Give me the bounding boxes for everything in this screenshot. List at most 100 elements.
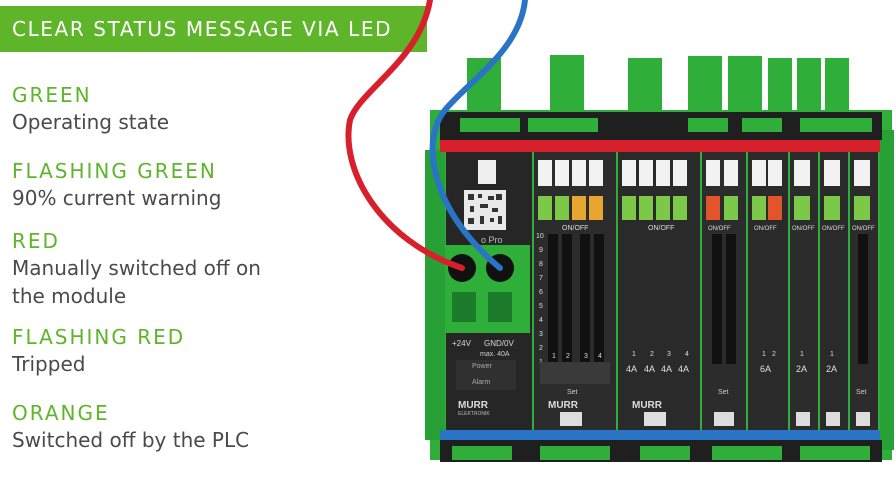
top-bus-terminals <box>460 118 872 132</box>
legend-item-flashing-green: FLASHING GREEN 90% current warning <box>12 158 221 212</box>
qr-pattern <box>468 194 502 224</box>
legend-item-green: GREEN Operating state <box>12 82 169 136</box>
legend-item-flashing-red: FLASHING RED Tripped <box>12 324 185 378</box>
power-distribution-module-photo: o Pro +24V GND/0V max. 40A Power Alarm M… <box>345 0 894 462</box>
module-a-dip-switches <box>548 234 604 364</box>
svg-text:Set: Set <box>856 389 867 396</box>
svg-text:1: 1 <box>632 351 636 358</box>
set-buttons-a[interactable] <box>540 362 610 384</box>
legend-description: Manually switched off on the module <box>12 256 261 308</box>
legend-description: 90% current warning <box>12 186 222 210</box>
terminal-label-gnd: GND/0V <box>484 339 514 348</box>
module-b-leds <box>622 160 687 220</box>
label-window <box>478 160 496 184</box>
svg-text:8: 8 <box>539 261 543 268</box>
legend-state: FLASHING RED <box>12 325 186 349</box>
svg-text:2: 2 <box>772 351 776 358</box>
product-label: o Pro <box>481 235 503 245</box>
terminal-screw-plus <box>452 292 476 322</box>
module-a-leds <box>538 160 603 220</box>
onoff-label-a: ON/OFF <box>562 225 588 232</box>
top-connectors <box>467 55 849 118</box>
svg-text:3: 3 <box>539 331 543 338</box>
svg-text:4A: 4A <box>626 364 637 374</box>
qr-b <box>644 412 666 426</box>
onoff-label-d: ON/OFF <box>754 226 777 232</box>
led-green <box>724 196 738 220</box>
max-rating-label: max. 40A <box>480 351 510 358</box>
module-a-channel-numbers: 1 2 3 4 <box>552 353 602 360</box>
svg-text:2: 2 <box>650 351 654 358</box>
legend-description: Tripped <box>12 352 86 376</box>
legend-state: RED <box>12 229 60 253</box>
red-rail <box>440 140 880 152</box>
legend-description: Switched off by the PLC <box>12 428 250 452</box>
module-b-channel-numbers: 1 2 3 4 <box>632 351 689 358</box>
svg-text:1: 1 <box>552 353 556 360</box>
svg-text:3: 3 <box>667 351 671 358</box>
brand-logo: MURR <box>458 400 489 411</box>
rating-6a: 6A <box>760 364 771 374</box>
legend-description: Operating state <box>12 110 170 134</box>
rating-2a: 2A <box>796 364 807 374</box>
power-label: Power <box>472 363 493 370</box>
led-orange <box>589 196 603 220</box>
svg-text:ON/OFF: ON/OFF <box>792 226 815 232</box>
svg-text:1: 1 <box>762 351 766 358</box>
svg-text:10: 10 <box>536 233 544 240</box>
led-red <box>706 196 720 220</box>
module-b-ratings: 4A 4A 4A 4A <box>626 364 689 374</box>
qr-a <box>560 412 582 426</box>
svg-text:9: 9 <box>539 247 543 254</box>
svg-text:4: 4 <box>685 351 689 358</box>
svg-text:ON/OFF: ON/OFF <box>852 226 875 232</box>
legend-state: FLASHING GREEN <box>12 159 217 183</box>
set-label-c: Set <box>718 389 729 396</box>
terminal-label-plus: +24V <box>452 339 472 348</box>
brand-logo-b: MURR <box>632 400 663 411</box>
blue-rail <box>440 430 880 440</box>
led-orange <box>572 196 586 220</box>
page-title: CLEAR STATUS MESSAGE VIA LED <box>12 17 393 41</box>
blue-wire <box>429 0 528 271</box>
onoff-label-c: ON/OFF <box>708 226 731 232</box>
terminal-screw-gnd <box>488 292 512 322</box>
header-banner: CLEAR STATUS MESSAGE VIA LED <box>0 6 427 52</box>
svg-text:5: 5 <box>539 303 543 310</box>
svg-text:4A: 4A <box>678 364 689 374</box>
svg-text:4: 4 <box>598 353 602 360</box>
brand-logo-a: MURR <box>548 400 579 411</box>
svg-text:4: 4 <box>539 317 543 324</box>
onoff-label-b: ON/OFF <box>648 225 674 232</box>
led-green <box>555 196 569 220</box>
svg-text:4A: 4A <box>661 364 672 374</box>
svg-text:1: 1 <box>800 351 804 358</box>
module-2a-b <box>820 152 848 432</box>
svg-text:3: 3 <box>584 353 588 360</box>
legend-state: ORANGE <box>12 401 110 425</box>
bottom-connectors <box>452 446 870 460</box>
module-6a <box>748 152 788 432</box>
svg-text:4A: 4A <box>644 364 655 374</box>
module-2a-a <box>790 152 818 432</box>
svg-text:1: 1 <box>830 351 834 358</box>
red-wire <box>345 0 465 271</box>
legend-item-red: RED Manually switched off on the module <box>12 228 262 310</box>
end-clamp-left <box>425 150 445 440</box>
svg-text:2: 2 <box>566 353 570 360</box>
svg-text:2: 2 <box>539 345 543 352</box>
brand-sub: ELEKTRONIK <box>458 411 490 417</box>
led-green <box>538 196 552 220</box>
rating-2a: 2A <box>826 364 837 374</box>
svg-text:6: 6 <box>539 289 543 296</box>
alarm-label: Alarm <box>472 379 490 386</box>
status-led-panel <box>456 360 516 390</box>
module-4ch-onoff-b <box>618 152 700 432</box>
end-clamp-right <box>880 130 894 450</box>
svg-text:7: 7 <box>539 275 543 282</box>
legend-state: GREEN <box>12 83 92 107</box>
legend-item-orange: ORANGE Switched off by the PLC <box>12 400 249 454</box>
svg-text:ON/OFF: ON/OFF <box>822 226 845 232</box>
module-2a-group <box>794 160 870 220</box>
set-label-a: Set <box>567 389 578 396</box>
